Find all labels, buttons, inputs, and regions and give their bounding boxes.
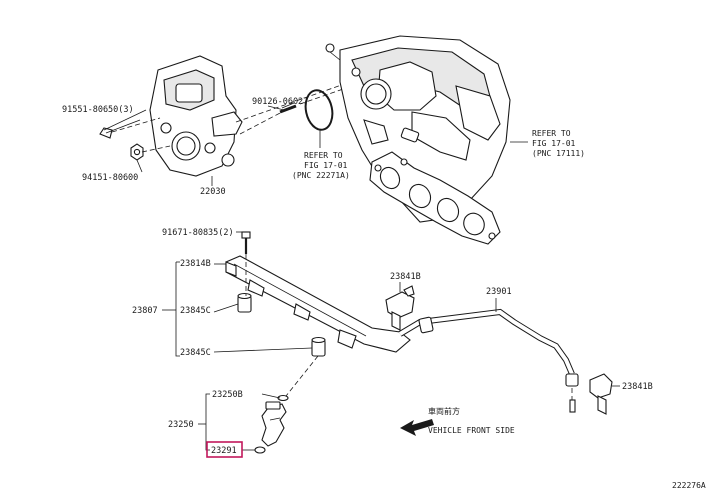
svg-text:REFER TO: REFER TO — [304, 151, 343, 160]
label-23845c-upper[interactable]: 23845C — [180, 306, 211, 316]
vehicle-front-arrow-icon — [400, 419, 434, 436]
label-94151[interactable]: 94151-80600 — [82, 173, 138, 183]
svg-text:VEHICLE FRONT SIDE: VEHICLE FRONT SIDE — [428, 426, 515, 435]
label-90126[interactable]: 90126-06027 — [252, 97, 308, 107]
clip-23841b-lower[interactable] — [589, 373, 613, 415]
bolt-91671[interactable] — [241, 231, 251, 254]
spacer-23845c-lower[interactable] — [311, 336, 326, 357]
bolt-91551[interactable] — [99, 119, 141, 139]
label-22030[interactable]: 22030 — [200, 187, 226, 197]
svg-text:(PNC 22271A): (PNC 22271A) — [292, 171, 350, 180]
o-ring-23250b[interactable] — [277, 394, 289, 402]
label-23841b-lower[interactable]: 23841B — [622, 382, 653, 392]
stud-90126[interactable] — [279, 102, 297, 114]
svg-text:REFER TO: REFER TO — [532, 129, 571, 138]
svg-text:車両前方: 車両前方 — [428, 406, 460, 416]
o-ring-23291[interactable] — [254, 446, 266, 454]
throttle-body[interactable] — [149, 55, 243, 177]
svg-text:FIG 17-01: FIG 17-01 — [532, 139, 576, 148]
label-23845c-lower[interactable]: 23845C — [180, 348, 211, 358]
refer-note-gasket: REFER TO FIG 17-01 (PNC 22271A) — [292, 151, 350, 180]
fuel-rail[interactable] — [225, 255, 411, 353]
label-23814b[interactable]: 23814B — [180, 259, 211, 269]
label-91551[interactable]: 91551-80650(3) — [62, 105, 134, 115]
refer-note-manifold: REFER TO FIG 17-01 (PNC 17111) — [532, 129, 585, 158]
fuel-hose[interactable] — [398, 308, 579, 413]
label-91671[interactable]: 91671-80835(2) — [162, 228, 234, 238]
figure-number: 222276A — [672, 481, 706, 490]
fuel-injector[interactable] — [261, 401, 287, 447]
gasket-ring[interactable] — [302, 88, 336, 133]
label-23250b[interactable]: 23250B — [212, 390, 243, 400]
label-23807[interactable]: 23807 — [132, 306, 158, 316]
vehicle-front-note: 車両前方 VEHICLE FRONT SIDE — [428, 406, 515, 435]
label-23250[interactable]: 23250 — [168, 420, 194, 430]
manifold-flange[interactable] — [369, 151, 501, 245]
label-23291[interactable]: 23291 — [211, 446, 237, 456]
label-23901[interactable]: 23901 — [486, 287, 512, 297]
svg-text:(PNC 17111): (PNC 17111) — [532, 149, 585, 158]
label-23291-highlighted[interactable]: 23291 — [206, 441, 243, 458]
label-23841b-upper[interactable]: 23841B — [390, 272, 421, 282]
nut-94151[interactable] — [130, 143, 144, 161]
svg-text:FIG 17-01: FIG 17-01 — [304, 161, 348, 170]
spacer-23845c-upper[interactable] — [237, 292, 252, 313]
clip-23841b-upper[interactable] — [385, 285, 415, 331]
